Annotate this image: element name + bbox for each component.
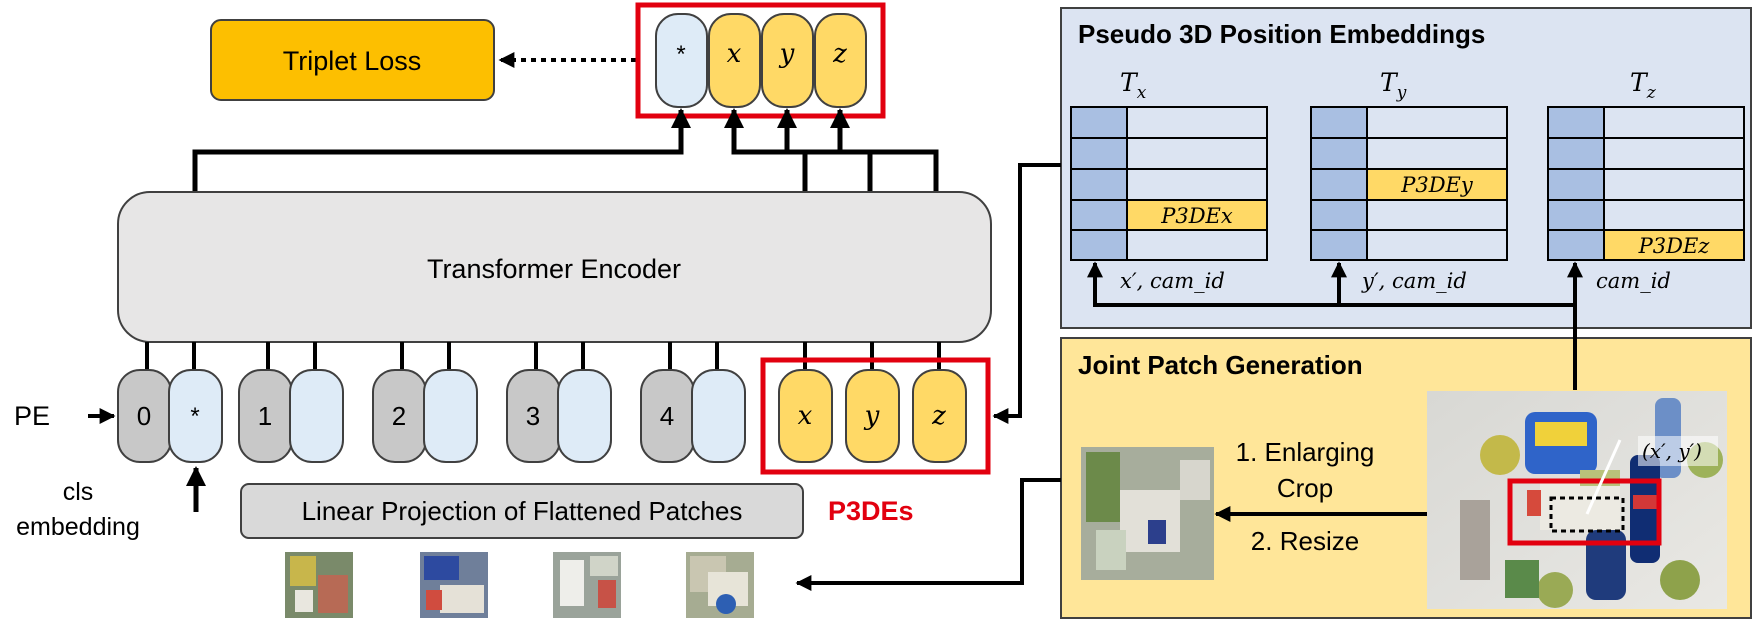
transformer-encoder-label: Transformer Encoder xyxy=(427,254,681,284)
p3dey-cell: P3DEy xyxy=(1400,173,1474,197)
step-crop: Crop xyxy=(1277,473,1333,503)
svg-text:y: y xyxy=(779,39,795,69)
patch-token xyxy=(423,369,478,463)
p3de-y-label: y xyxy=(864,401,880,431)
svg-text:z: z xyxy=(832,39,847,69)
table-ty: Ty P3DEy y′, cam_id xyxy=(1310,68,1508,293)
triplet-loss-label: Triplet Loss xyxy=(283,46,422,76)
step-enlarging: 1. Enlarging xyxy=(1236,437,1375,467)
p3de-z-label: z xyxy=(931,401,946,431)
pe-label: PE xyxy=(14,401,50,431)
table-tx-index: x′, cam_id xyxy=(1120,269,1225,293)
original-crop-box xyxy=(1549,496,1625,533)
out-x-token xyxy=(708,13,761,108)
table-tz-label: Tz xyxy=(1630,68,1657,103)
table-tx: Tx P3DEx x′, cam_id xyxy=(1070,68,1268,293)
pe-index-label: 3 xyxy=(526,401,540,431)
out-y-token xyxy=(761,13,814,108)
index-bus-line xyxy=(1087,261,1575,307)
p3de-x-token xyxy=(778,369,833,463)
input-token-row: 0 * 1 2 3 4 x y z xyxy=(117,342,967,463)
table-ty-index: y′, cam_id xyxy=(1361,269,1467,293)
enlarged-crop-box xyxy=(1507,478,1662,546)
p3des-label: P3DEs xyxy=(828,496,914,526)
joint-patch-title: Joint Patch Generation xyxy=(1078,350,1363,380)
svg-text:x: x xyxy=(727,39,742,69)
transformer-encoder-box xyxy=(117,191,992,343)
table-tx-label: Tx xyxy=(1120,68,1147,103)
p3de-y-token xyxy=(845,369,900,463)
cls-token xyxy=(168,369,223,463)
cls-embedding-line2: embedding xyxy=(16,513,140,541)
p3dez-cell: P3DEz xyxy=(1638,234,1711,258)
cls-token-symbol: * xyxy=(190,403,199,430)
pe-index-label: 4 xyxy=(660,401,674,431)
pe-index-label: 1 xyxy=(258,401,272,431)
source-scene-photo xyxy=(1427,391,1727,609)
output-token-highlight xyxy=(635,2,886,119)
out-cls-token xyxy=(655,13,708,108)
pe-index-label: 2 xyxy=(392,401,406,431)
table-ty-label: Ty xyxy=(1380,68,1407,103)
linear-projection-label: Linear Projection of Flattened Patches xyxy=(302,496,743,526)
patch-token xyxy=(557,369,612,463)
p3dex-cell: P3DEx xyxy=(1160,204,1233,228)
pseudo3d-title: Pseudo 3D Position Embeddings xyxy=(1078,19,1485,49)
patch-flow-arrow xyxy=(795,478,1061,591)
p3de-flow-arrow xyxy=(992,163,1061,424)
pe-index-label: 0 xyxy=(137,401,151,431)
patch-token xyxy=(691,369,746,463)
p3de-token-highlight xyxy=(760,357,991,475)
p3de-x-label: x xyxy=(798,401,813,431)
patch-token xyxy=(289,369,344,463)
step-resize: 2. Resize xyxy=(1251,526,1359,556)
cls-embedding-line1: cls xyxy=(63,478,94,506)
out-z-token xyxy=(814,13,867,108)
image-patches xyxy=(285,552,754,618)
triplet-loss-box xyxy=(210,19,495,101)
table-tz: Tz P3DEz cam_id xyxy=(1547,68,1745,293)
crop-center-coord: (x′, y′) xyxy=(1642,439,1702,463)
svg-text:*: * xyxy=(676,41,685,68)
linear-projection-box xyxy=(240,483,804,539)
p3de-z-token xyxy=(912,369,967,463)
table-tz-index: cam_id xyxy=(1596,269,1671,293)
